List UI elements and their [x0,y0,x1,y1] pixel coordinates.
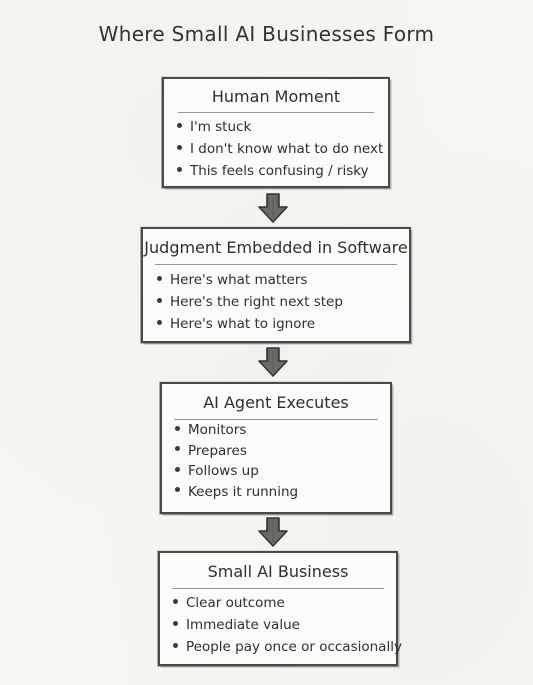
box-item-list: Clear outcome Immediate value People pay… [173,592,402,658]
list-item: I don't know what to do next [177,138,383,160]
box-title: Human Moment [211,87,341,106]
box-judgment-embedded: Judgment Embedded in Software Here's wha… [140,227,411,344]
list-item: Here's what matters [157,269,343,291]
bullet-dot-icon [173,642,178,648]
list-item: Here's the right next step [157,291,343,313]
diagram-title: Where Small AI Businesses Form [98,22,435,46]
box-item-list: Here's what matters Here's the right nex… [157,269,343,335]
bullet-dot-icon [157,319,162,325]
bullet-dot-icon [175,446,180,451]
list-item: Immediate value [173,614,402,636]
box-ai-agent-executes: AI Agent Executes Monitors Prepares Foll… [159,382,392,515]
box-small-ai-business: Small AI Business Clear outcome Immediat… [157,551,402,667]
list-item: Follows up [175,461,298,482]
list-item: People pay once or occasionally [173,636,402,658]
down-arrow-icon [258,517,288,547]
down-arrow-icon [258,193,288,223]
box-title: Small AI Business [207,562,349,581]
bullet-dot-icon [177,122,182,128]
box-title-underline [178,112,374,113]
list-item: Keeps it running [175,482,298,503]
box-title-underline [174,419,378,420]
box-title-underline [155,264,397,265]
bullet-dot-icon [177,144,182,150]
bullet-dot-icon [175,466,180,472]
list-item: Here's what to ignore [157,313,343,335]
box-title: AI Agent Executes [203,393,349,412]
bullet-dot-icon [177,166,182,172]
bullet-dot-icon [173,598,178,604]
box-title-underline [172,588,384,589]
list-item: Prepares [175,441,298,462]
box-item-list: Monitors Prepares Follows up Keeps it ru… [175,420,298,502]
box-human-moment: Human Moment I'm stuck I don't know what… [161,77,390,189]
bullet-dot-icon [173,620,178,626]
box-title: Judgment Embedded in Software [144,238,408,257]
bullet-dot-icon [157,297,162,303]
list-item: Monitors [175,420,298,441]
bullet-dot-icon [175,425,180,431]
list-item: Clear outcome [173,592,402,614]
bullet-dot-icon [175,487,180,492]
list-item: I'm stuck [177,116,383,138]
list-item: This feels confusing / risky [177,160,383,182]
box-item-list: I'm stuck I don't know what to do next T… [177,116,383,182]
bullet-dot-icon [157,275,162,281]
down-arrow-icon [258,347,288,377]
